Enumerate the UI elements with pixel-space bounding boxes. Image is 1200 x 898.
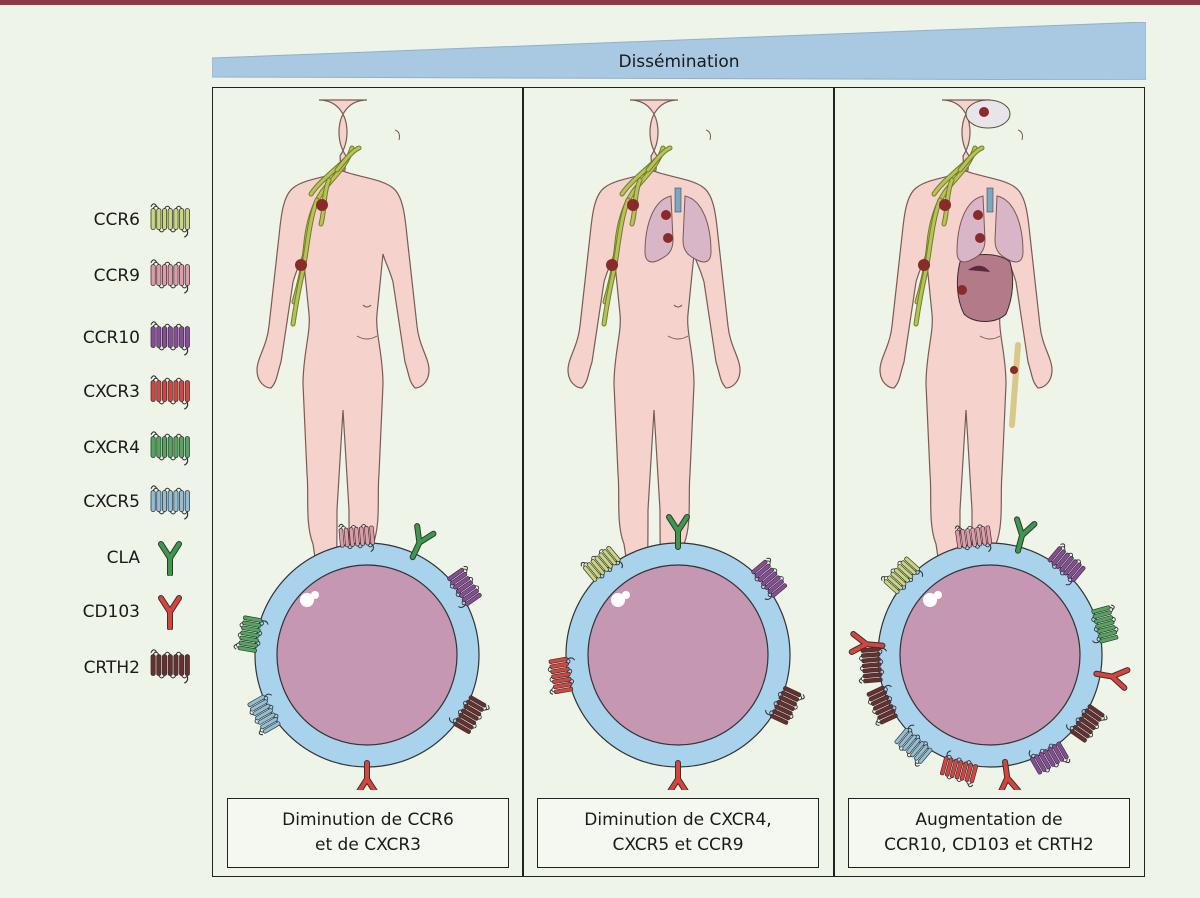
legend-label-ccr10: CCR10 (82, 328, 140, 348)
legend-label-cd103: CD103 (82, 602, 140, 622)
crth2-receptor-icon (150, 649, 190, 684)
caption-line: Diminution de CCR6 (282, 810, 454, 830)
caption-line: CCR10, CD103 et CRTH2 (884, 835, 1094, 855)
dissemination-gradient-banner (212, 22, 1146, 80)
panel-1-illustration (233, 99, 490, 790)
ccr10-receptor-icon (150, 321, 190, 356)
ccr6-receptor-icon (150, 203, 190, 238)
cxcr4-receptor-icon (150, 431, 190, 466)
cxcr3-receptor-icon (150, 375, 190, 410)
panel-2-illustration (547, 99, 805, 790)
panel-3-illustration (848, 99, 1131, 790)
caption-line: Diminution de CXCR4, (584, 810, 772, 830)
ccr9-receptor-icon (150, 259, 190, 294)
legend-label-cla: CLA (106, 548, 140, 568)
panel-divider (833, 87, 835, 877)
caption-line: Augmentation de (915, 810, 1063, 830)
panels-frame (212, 87, 1145, 877)
caption-line: CXCR5 et CCR9 (612, 835, 744, 855)
top-accent-bar (0, 0, 1200, 5)
cla-y-icon (158, 541, 182, 576)
panel-3-caption: Augmentation de CCR10, CD103 et CRTH2 (848, 798, 1130, 868)
legend-label-cxcr5: CXCR5 (83, 492, 140, 512)
dissemination-label: Dissémination (618, 52, 740, 72)
cxcr5-receptor-icon (150, 485, 190, 520)
legend-label-ccr9: CCR9 (93, 266, 140, 286)
legend-label-cxcr4: CXCR4 (83, 438, 140, 458)
legend-label-ccr6: CCR6 (93, 210, 140, 230)
panel-2-caption: Diminution de CXCR4, CXCR5 et CCR9 (537, 798, 819, 868)
caption-line: et de CXCR3 (315, 835, 421, 855)
panel-1-caption: Diminution de CCR6 et de CXCR3 (227, 798, 509, 868)
legend-label-crth2: CRTH2 (83, 658, 140, 678)
legend-label-cxcr3: CXCR3 (83, 382, 140, 402)
cd103-y-icon (158, 595, 182, 630)
panel-divider (522, 87, 524, 877)
